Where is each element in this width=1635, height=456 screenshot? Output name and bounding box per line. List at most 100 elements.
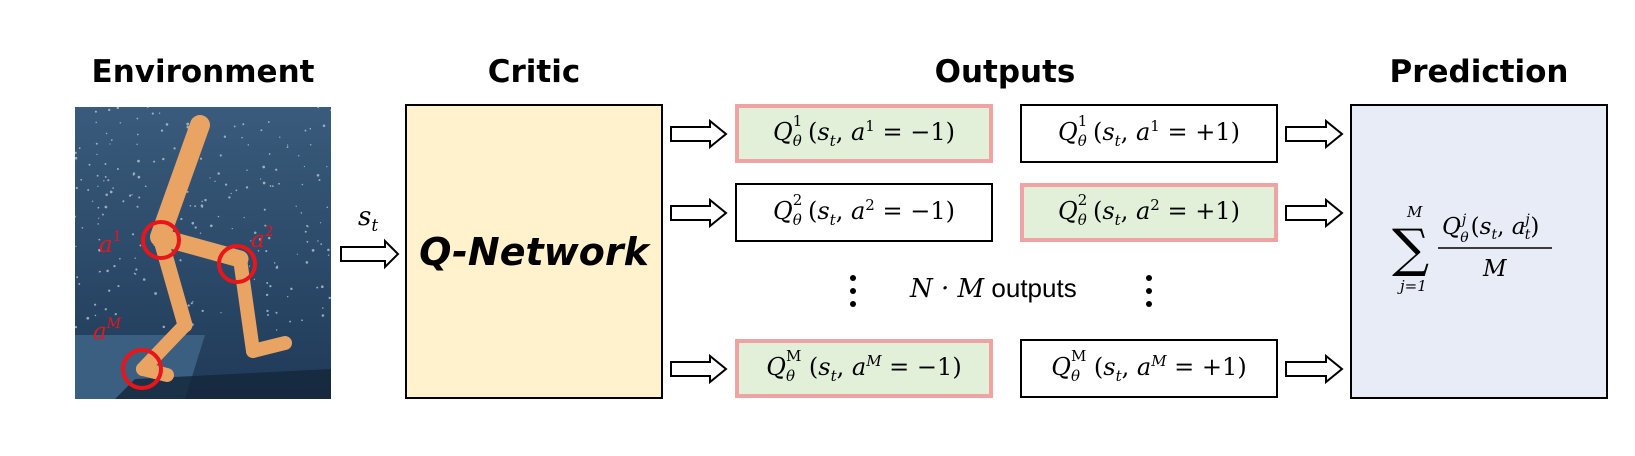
- background-speckle: [97, 206, 100, 209]
- background-speckle: [317, 107, 320, 109]
- background-speckle: [286, 146, 289, 148]
- background-speckle: [144, 185, 147, 188]
- background-speckle: [311, 249, 315, 252]
- background-speckle: [279, 136, 281, 138]
- background-speckle: [257, 249, 260, 252]
- background-speckle: [78, 282, 81, 285]
- background-speckle: [119, 122, 122, 124]
- background-speckle: [290, 287, 293, 291]
- background-speckle: [116, 168, 119, 170]
- background-speckle: [109, 190, 113, 194]
- background-speckle: [101, 213, 104, 216]
- background-speckle: [265, 250, 268, 253]
- background-speckle: [136, 143, 138, 146]
- arrow-critic-to-q2: [670, 197, 728, 229]
- background-speckle: [217, 215, 220, 218]
- background-speckle: [153, 160, 156, 163]
- background-speckle: [165, 123, 169, 126]
- background-speckle: [242, 123, 245, 126]
- background-speckle: [94, 303, 97, 306]
- background-speckle: [142, 278, 146, 281]
- background-speckle: [301, 319, 303, 322]
- sum-upper-limit: M: [1406, 203, 1423, 221]
- background-speckle: [320, 243, 323, 245]
- background-speckle: [209, 177, 211, 179]
- background-speckle: [131, 233, 135, 236]
- background-speckle: [253, 278, 256, 280]
- background-speckle: [267, 314, 269, 316]
- background-speckle: [134, 257, 136, 259]
- background-speckle: [116, 107, 120, 109]
- background-speckle: [278, 182, 280, 185]
- background-speckle: [259, 178, 262, 180]
- background-speckle: [322, 124, 326, 127]
- background-speckle: [75, 186, 78, 190]
- ellipsis-dot: [850, 301, 856, 307]
- fraction-denominator: M: [1482, 256, 1508, 282]
- background-speckle: [98, 248, 101, 252]
- background-speckle: [262, 181, 266, 185]
- background-speckle: [199, 232, 202, 234]
- background-speckle: [269, 284, 272, 288]
- background-speckle: [94, 314, 97, 317]
- background-speckle: [319, 222, 322, 224]
- background-speckle: [75, 156, 78, 160]
- background-speckle: [309, 127, 312, 130]
- state-label: st: [358, 202, 379, 237]
- outputs-count-note: N · M outputs: [910, 273, 1077, 304]
- background-speckle: [104, 205, 108, 209]
- background-speckle: [97, 185, 99, 187]
- background-speckle: [106, 269, 109, 273]
- background-speckle: [135, 268, 138, 271]
- background-speckle: [75, 326, 78, 329]
- background-speckle: [266, 282, 269, 284]
- background-speckle: [269, 185, 272, 187]
- background-speckle: [231, 227, 233, 230]
- background-speckle: [160, 129, 164, 132]
- arrow-q1-to-prediction: [1285, 118, 1344, 150]
- background-speckle: [327, 248, 330, 252]
- background-speckle: [268, 153, 271, 155]
- background-speckle: [286, 295, 289, 298]
- background-speckle: [80, 178, 83, 181]
- background-speckle: [189, 204, 192, 207]
- background-speckle: [88, 163, 91, 166]
- background-speckle: [245, 186, 249, 189]
- background-speckle: [247, 144, 250, 146]
- background-speckle: [201, 200, 203, 203]
- ellipsis-dot: [850, 275, 856, 281]
- background-speckle: [104, 163, 107, 165]
- background-speckle: [219, 154, 222, 157]
- ellipsis-dot: [1146, 301, 1152, 307]
- background-speckle: [186, 190, 189, 193]
- background-speckle: [104, 175, 107, 178]
- background-speckle: [241, 136, 243, 139]
- background-speckle: [133, 272, 136, 275]
- arrow-q2-to-prediction: [1285, 197, 1344, 229]
- background-speckle: [316, 173, 320, 177]
- joint-marker-a2: [217, 244, 257, 284]
- background-speckle: [187, 304, 190, 307]
- background-speckle: [225, 183, 228, 186]
- background-speckle: [180, 217, 183, 221]
- background-speckle: [109, 143, 111, 145]
- arrow-critic-to-qM: [670, 353, 728, 385]
- background-speckle: [132, 173, 135, 176]
- background-speckle: [128, 194, 132, 197]
- background-speckle: [99, 270, 101, 273]
- background-speckle: [119, 257, 121, 260]
- background-speckle: [138, 196, 141, 199]
- sum-lower-limit: j=1: [1397, 277, 1427, 295]
- background-speckle: [260, 129, 263, 132]
- background-speckle: [300, 212, 303, 214]
- background-speckle: [137, 175, 141, 179]
- background-speckle: [266, 309, 269, 313]
- background-speckle: [317, 240, 319, 242]
- background-speckle: [275, 168, 278, 171]
- background-speckle: [305, 261, 309, 264]
